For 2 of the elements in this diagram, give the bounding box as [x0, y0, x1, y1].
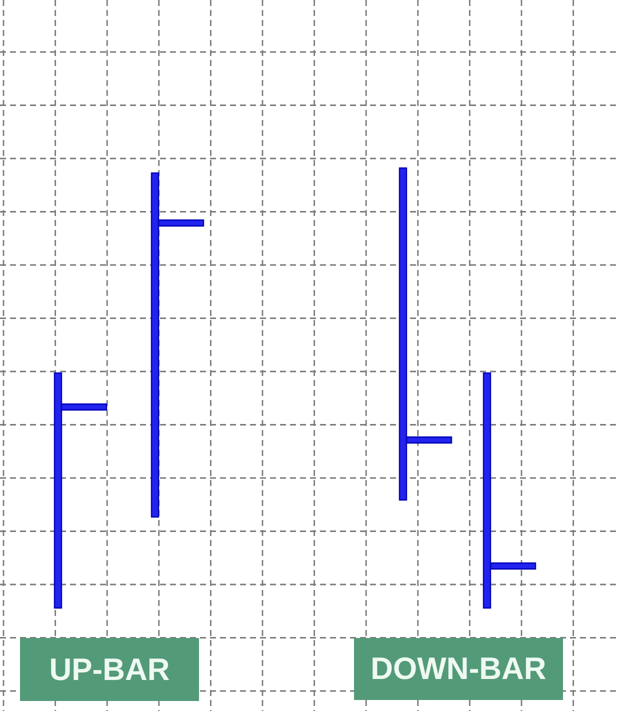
bar-type-label: UP-BAR	[20, 638, 199, 701]
bar-type-label: DOWN-BAR	[354, 638, 563, 700]
